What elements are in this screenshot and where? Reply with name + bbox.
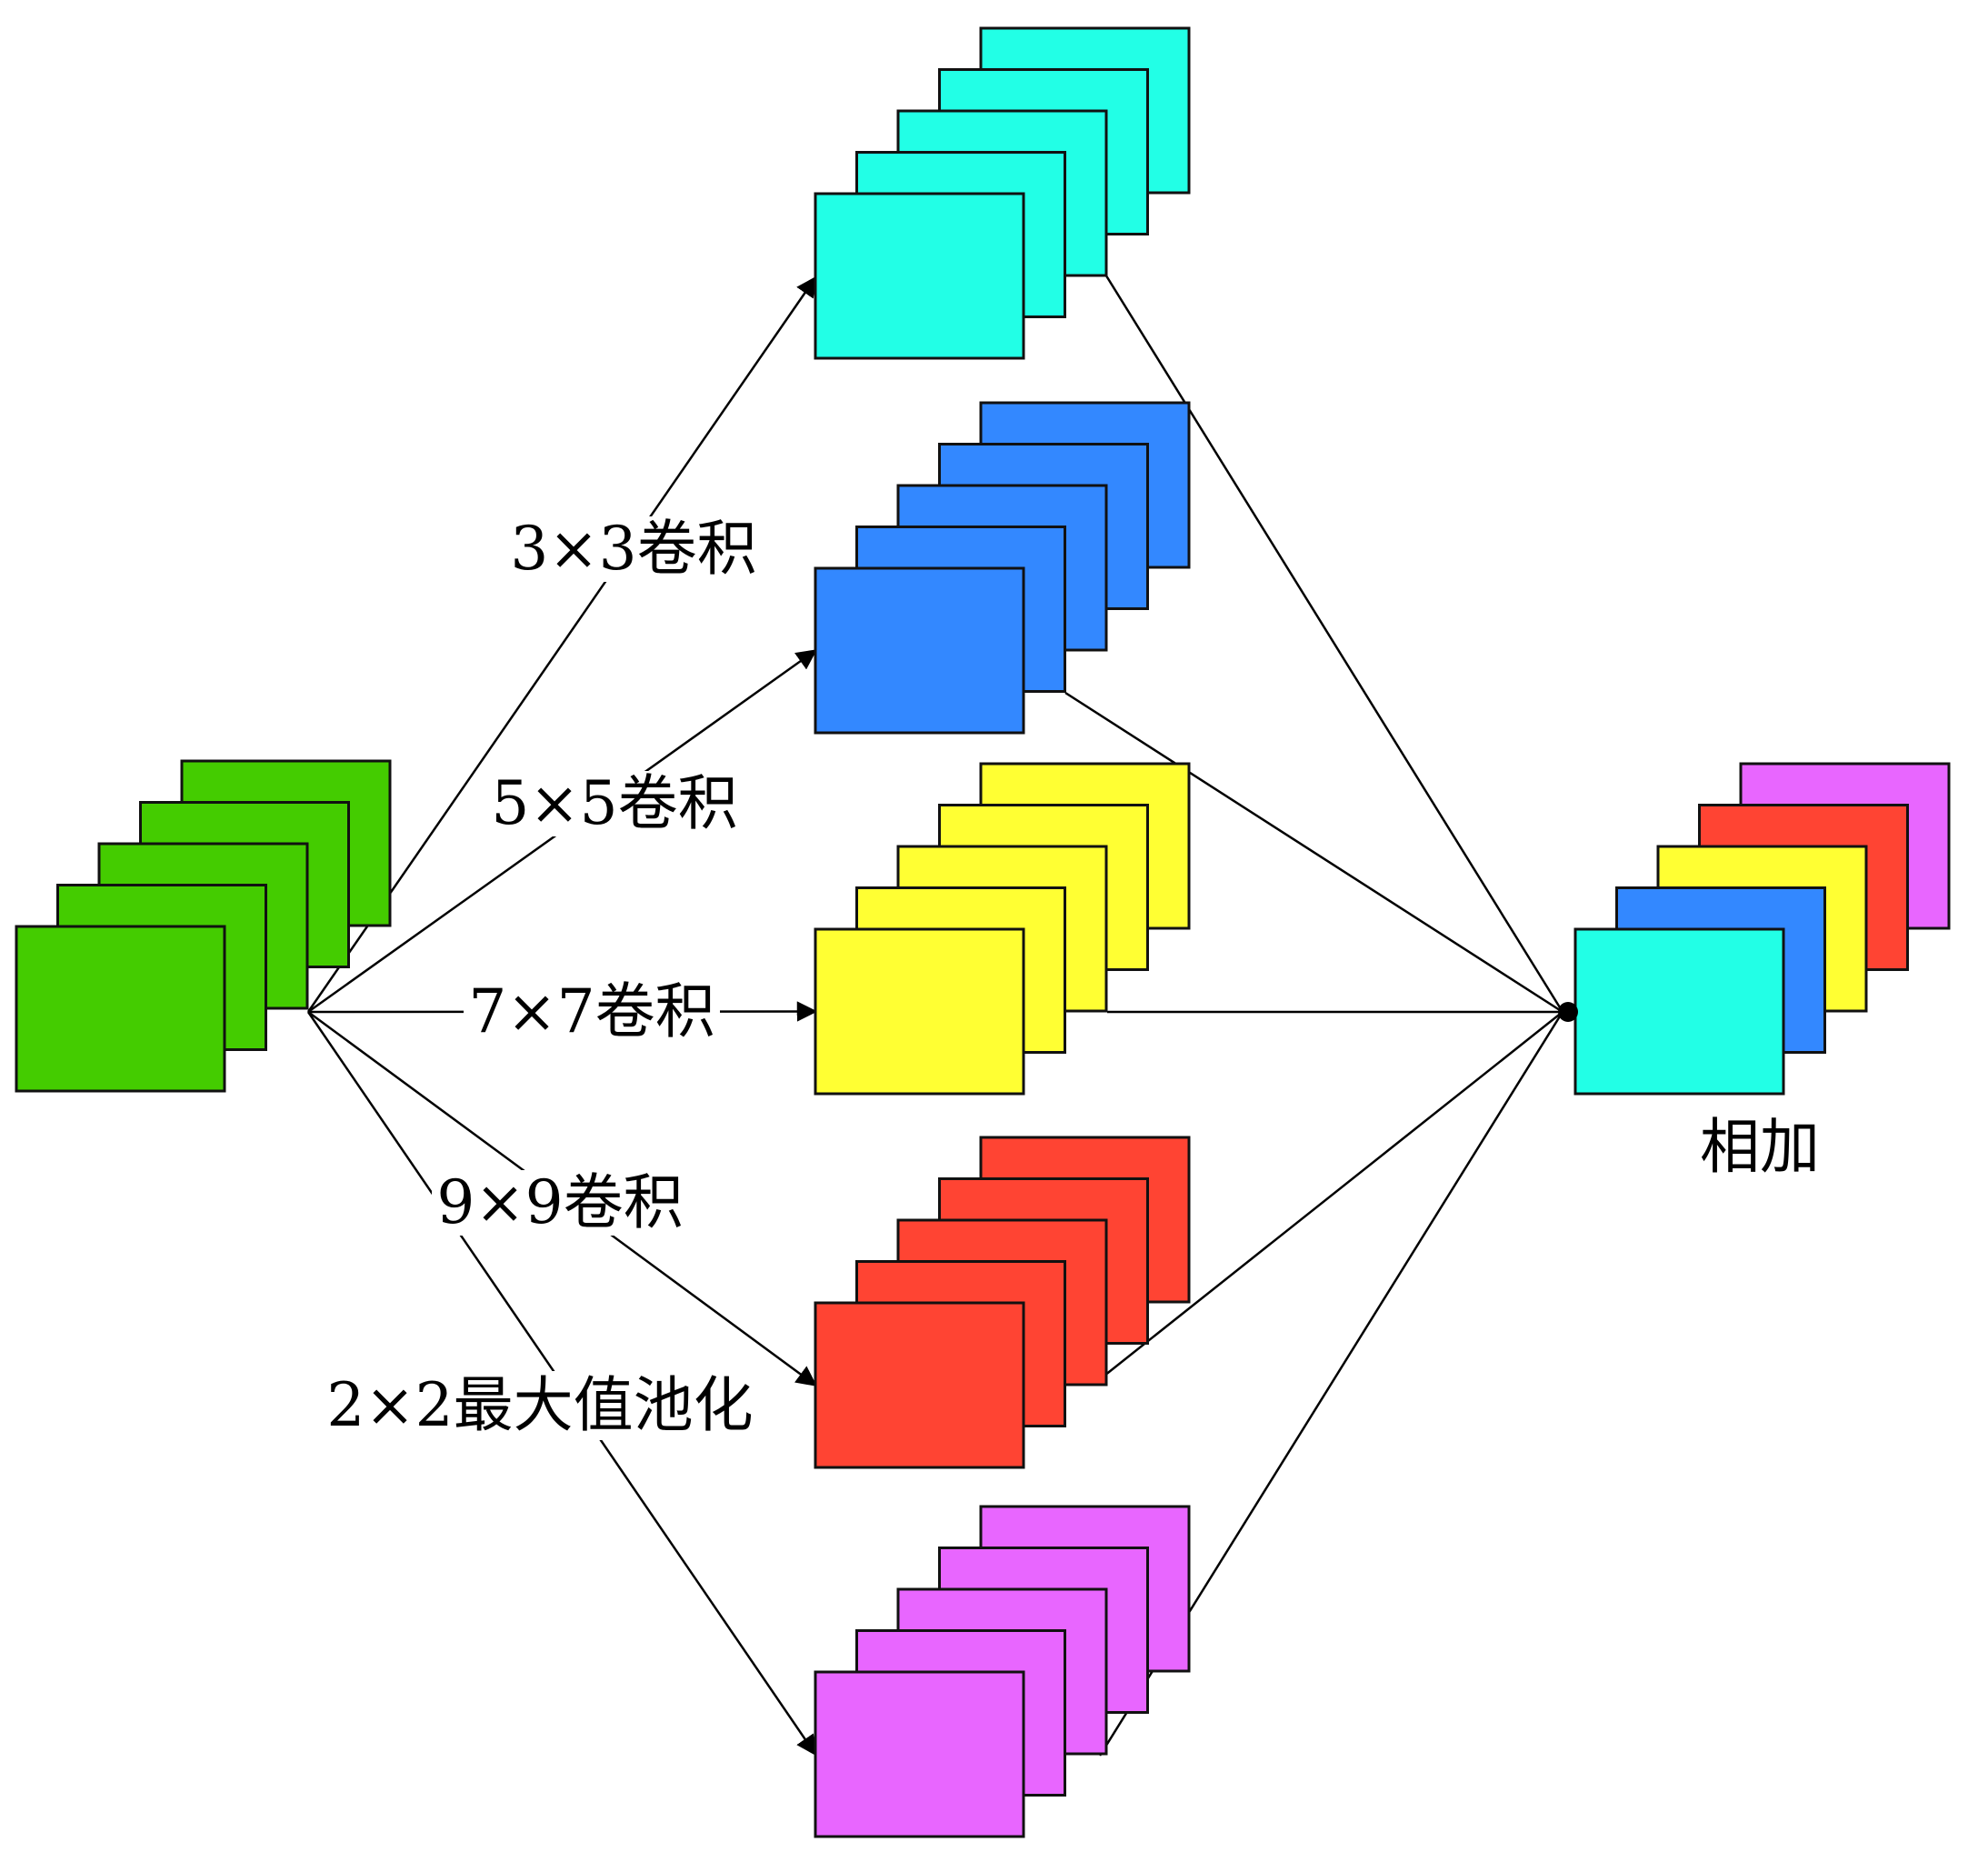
label-conv3: 3×3卷积 (504, 514, 764, 584)
stack-conv7 (814, 762, 1191, 1096)
line-conv5-to-sum (1064, 691, 1563, 1014)
stack-pool (814, 1505, 1191, 1838)
label-conv7: 7×7卷积 (464, 976, 720, 1046)
label-pool: 2×2最大值池化 (305, 1370, 775, 1440)
stack-conv3-layer-1 (814, 192, 1025, 360)
label-pool-text: 2×2最大值池化 (326, 1370, 753, 1440)
stack-conv5-layer-1 (814, 566, 1025, 735)
output-sum-stack-layer-1 (1573, 927, 1785, 1096)
line-conv9-to-sum (1099, 1011, 1563, 1380)
label-conv5-text: 5×5卷积 (491, 768, 737, 838)
output-sum-stack (1573, 762, 1951, 1096)
stack-conv9 (814, 1136, 1191, 1469)
label-conv7-text: 7×7卷积 (468, 976, 714, 1046)
stack-conv7-layer-1 (814, 927, 1025, 1096)
label-conv9-text: 9×9卷积 (436, 1167, 683, 1237)
arrow-to-conv3 (306, 275, 817, 1013)
line-conv3-to-sum (1098, 265, 1564, 1013)
input-stack-layer-1 (15, 925, 226, 1093)
label-conv3-text: 3×3卷积 (510, 514, 756, 584)
label-conv9: 9×9卷积 (432, 1167, 688, 1237)
label-sum-text: 相加 (1700, 1112, 1820, 1182)
stack-pool-layer-1 (814, 1670, 1025, 1838)
label-conv5: 5×5卷积 (486, 768, 745, 838)
sum-junction-dot (1558, 1002, 1578, 1022)
stack-conv5 (814, 401, 1191, 735)
stack-conv9-layer-1 (814, 1301, 1025, 1469)
stack-conv3 (814, 26, 1191, 360)
labels: 3×3卷积 5×5卷积 7×7卷积 9×9卷积 2×2最大值池化 相加 (305, 514, 1820, 1440)
feature-map-stacks (15, 26, 1951, 1838)
input-stack (15, 759, 392, 1093)
